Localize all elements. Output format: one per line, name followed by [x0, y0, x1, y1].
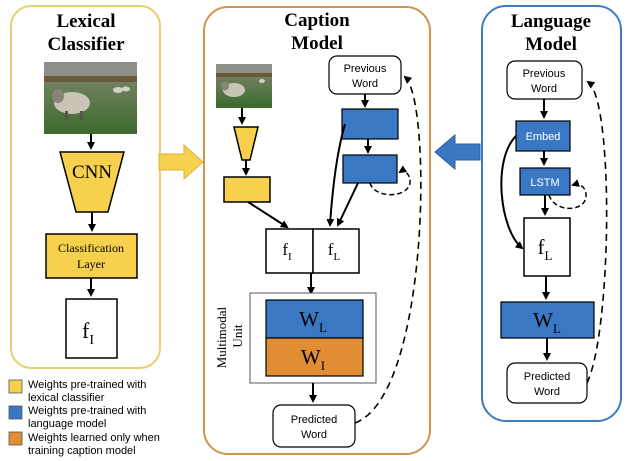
transfer-arrow-yellow	[158, 143, 204, 181]
legend-yellow-line2: lexical classifier	[28, 392, 105, 404]
cnn-label: CNN	[72, 162, 112, 183]
language-title-line2: Model	[525, 34, 577, 55]
predicted-word-box-caption	[272, 404, 356, 448]
previous-word-line2-caption: Word	[352, 78, 378, 90]
lstm-block-language	[519, 167, 571, 196]
legend-swatch-yellow	[8, 379, 23, 394]
previous-word-line1-language: Previous	[523, 68, 566, 80]
cnn-block-caption	[233, 126, 259, 161]
fl-feature-box-language	[523, 217, 571, 277]
wi-block-caption	[265, 337, 364, 377]
multimodal-unit-label: Multimodal Unit	[214, 304, 245, 369]
legend: Weights pre-trained with lexical classif…	[8, 379, 160, 457]
embed-block-caption	[341, 108, 399, 140]
fl-label-caption: fL	[328, 240, 341, 263]
lexical-title-line1: Lexical	[56, 11, 115, 32]
caption-title-line1: Caption	[284, 10, 350, 31]
predicted-word-line1-caption: Predicted	[291, 414, 337, 426]
lexical-title-line2: Classifier	[47, 34, 125, 55]
sheep-photo-large	[44, 62, 137, 134]
fl-label-language: fL	[538, 235, 553, 263]
wl-label-language: WL	[533, 308, 561, 336]
legend-blue-line2: language model	[28, 418, 106, 430]
fi-label-caption: fI	[282, 240, 292, 263]
embed-block-language	[515, 120, 571, 152]
classification-layer-caption	[223, 176, 271, 203]
lstm-recurrent-loop-caption	[369, 165, 411, 196]
fl-feature-box-caption	[312, 228, 360, 274]
sheep-photo-small	[216, 64, 272, 108]
legend-orange-line2: training caption model	[28, 445, 136, 457]
lstm-block-caption	[342, 154, 398, 184]
wl-block-caption	[265, 299, 364, 339]
legend-blue-line1: Weights pre-trained with	[28, 405, 146, 417]
caption-title-line2: Model	[291, 33, 343, 54]
predicted-word-line2-caption: Word	[301, 429, 327, 441]
feedback-loop-language	[586, 80, 608, 384]
feedback-loop-caption	[354, 75, 422, 424]
fi-label-lexical: fI	[82, 318, 94, 348]
transfer-arrow-blue	[434, 133, 481, 171]
lstm-label: LSTM	[530, 177, 559, 189]
embed-label: Embed	[526, 131, 561, 143]
wl-label-caption: WL	[299, 307, 327, 335]
predicted-word-line2-language: Word	[534, 386, 560, 398]
previous-word-line2-language: Word	[531, 83, 557, 95]
classification-layer-line1: Classification	[58, 241, 124, 255]
language-title-line1: Language	[511, 11, 591, 32]
previous-word-line1-caption: Previous	[344, 63, 387, 75]
fi-feature-box-lexical	[65, 298, 118, 359]
legend-swatch-orange	[8, 431, 23, 446]
cnn-block-lexical	[59, 151, 125, 213]
wl-block-language	[500, 301, 595, 339]
wi-label-caption: WI	[301, 345, 325, 373]
predicted-word-line1-language: Predicted	[524, 371, 570, 383]
legend-yellow-line1: Weights pre-trained with	[28, 379, 146, 391]
classification-layer-line2: Layer	[77, 257, 105, 271]
legend-swatch-blue	[8, 405, 23, 420]
lstm-recurrent-loop-language	[548, 179, 587, 210]
fi-feature-box-caption	[265, 228, 314, 274]
legend-orange-line1: Weights learned only when	[28, 432, 160, 444]
